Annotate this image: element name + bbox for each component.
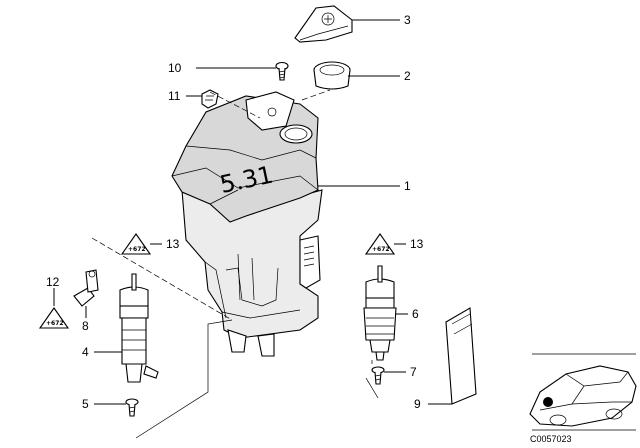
filler-cap-part[interactable]: [313, 61, 351, 90]
callout-9: 9: [414, 397, 421, 411]
callout-3: 3: [404, 13, 411, 27]
clip-nut-part[interactable]: [201, 89, 219, 109]
washer-fluid-reservoir-icon[interactable]: 5.31: [171, 91, 323, 357]
callout-1: 1: [404, 179, 411, 193]
callout-4: 4: [82, 345, 89, 359]
callout-12: 12: [46, 275, 60, 289]
washer-pump-icon[interactable]: [119, 273, 159, 383]
callout-8: 8: [82, 319, 89, 333]
svg-text:+672: +672: [372, 246, 390, 253]
screw-part-5[interactable]: [125, 398, 139, 417]
leader-lines: [53, 19, 452, 405]
svg-text:+672: +672: [46, 320, 64, 327]
cap-cover-part[interactable]: [294, 5, 353, 43]
callout-5: 5: [82, 397, 89, 411]
callout-2: 2: [404, 69, 411, 83]
hose-connector-part[interactable]: [73, 269, 99, 307]
washer-pump-right-icon[interactable]: [363, 265, 397, 361]
warning-triangle-right-icon: +672: [364, 233, 396, 255]
screw-part-7[interactable]: [371, 366, 385, 385]
callout-11: 11: [168, 89, 181, 103]
construction-lines: [91, 89, 379, 439]
callout-7: 7: [410, 365, 417, 379]
warning-triangle-left-icon: +672: [38, 307, 70, 329]
callout-13-left: 13: [166, 237, 180, 251]
cover-panel-part[interactable]: [445, 307, 477, 405]
callout-6: 6: [412, 307, 419, 321]
callout-13-right: 13: [410, 237, 424, 251]
reference-code: C0057023: [530, 434, 572, 444]
warning-triangle-icon: +672: [120, 233, 152, 255]
screw-part-10[interactable]: [275, 61, 289, 81]
svg-text:+672: +672: [128, 246, 146, 253]
callout-10: 10: [168, 61, 182, 75]
car-silhouette-icon: [529, 353, 637, 431]
